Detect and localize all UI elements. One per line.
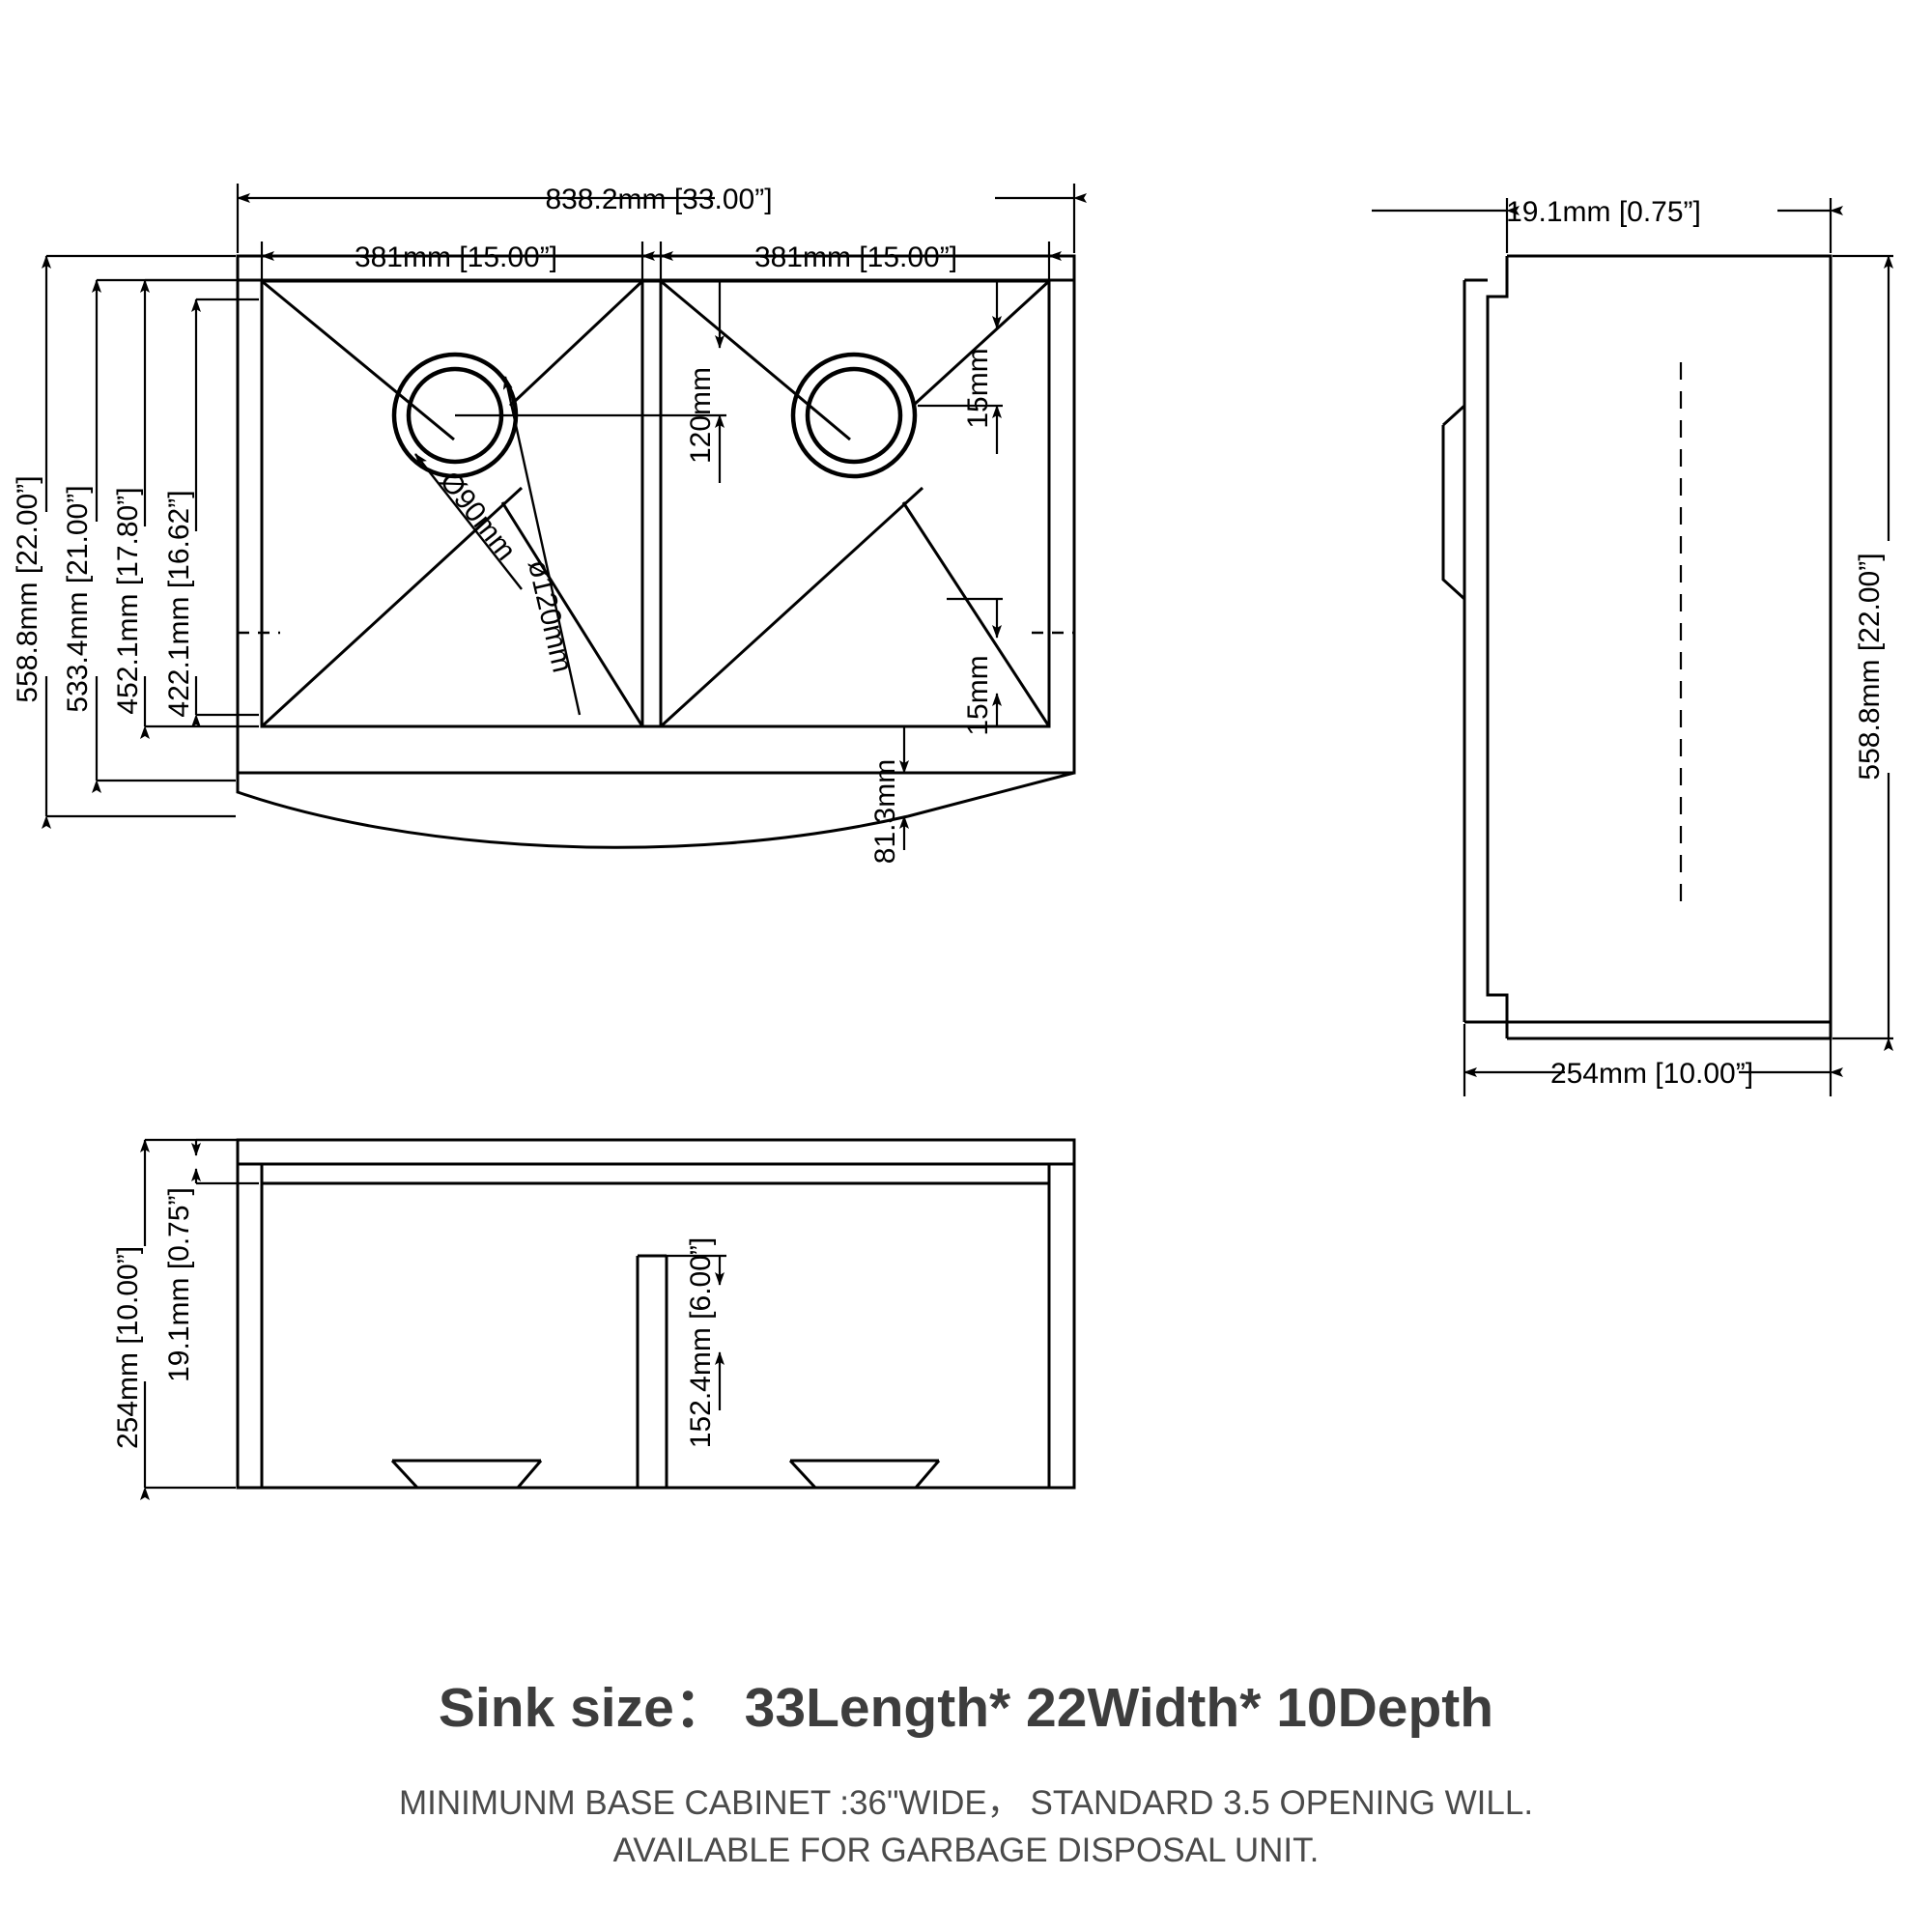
dim-label-side-height: 558.8mm [22.00”]: [1854, 553, 1886, 780]
dim-label-front-rim-thickness: 19.1mm [0.75”]: [163, 1187, 195, 1382]
dim-bowl-left: [260, 242, 655, 280]
dim-label-body-depth: 533.4mm [21.00”]: [62, 485, 94, 712]
dim-label-top-overall-width: 838.2mm [33.00”]: [545, 184, 772, 215]
dim-label-side-width: 254mm [10.00”]: [1550, 1058, 1753, 1090]
apron-front-curve: [236, 771, 1075, 849]
dim-label-side-rim-thickness: 19.1mm [0.75”]: [1506, 196, 1701, 228]
dim-top-overall: [236, 184, 1087, 253]
dim-label-overall-depth: 558.8mm [22.00”]: [12, 475, 43, 702]
dim-label-corner-radius-top: 15mm: [962, 348, 994, 428]
top-view-body: [236, 254, 1076, 775]
dim-label-drain-offset-vertical: 120mm: [685, 367, 717, 464]
dim-side-width: [1463, 1024, 1843, 1096]
right-drain-hole: [790, 352, 918, 479]
left-bowl-slope-lines: [260, 279, 644, 728]
dim-front-rim-thickness: [191, 1138, 259, 1185]
dim-label-drain-outer-dia: ø120mm: [522, 556, 579, 675]
dim-label-bowl-depth: 422.1mm [16.62”]: [163, 490, 195, 717]
front-view-body: [236, 1138, 1076, 1490]
dim-corner-radius-bottom: [947, 597, 1049, 728]
dim-corner-radius-top: [918, 279, 1049, 454]
side-view-body: [1441, 254, 1833, 1040]
dim-label-corner-radius-bottom: 15mm: [962, 655, 994, 735]
dim-front-divider-height: [667, 1254, 726, 1410]
dim-label-drain-inner-dia: Ø90mm: [434, 466, 523, 566]
dim-label-apron-drop: 81.3mm: [869, 759, 901, 864]
caption-note-line-2: AVAILABLE FOR GARBAGE DISPOSAL UNIT.: [612, 1832, 1320, 1869]
dim-drain-offset: [455, 279, 726, 483]
dim-apron-drop: [850, 724, 910, 850]
dim-vertical-group: [42, 254, 259, 829]
dim-label-front-divider-height: 152.4mm [6.00”]: [685, 1237, 717, 1448]
dim-label-front-height: 254mm [10.00”]: [112, 1246, 144, 1449]
drain-diameter-leaders: [414, 376, 582, 716]
right-bowl-slope-lines: [659, 279, 1051, 728]
dim-label-inner-depth: 452.1mm [17.80”]: [112, 487, 144, 714]
dim-bowl-right: [659, 242, 1062, 280]
caption-title: Sink size： 33Length* 22Width* 10Depth: [438, 1677, 1494, 1739]
dim-label-bowl-right-width: 381mm [15.00”]: [754, 242, 957, 273]
dim-side-height: [1833, 254, 1893, 1051]
dim-label-bowl-left-width: 381mm [15.00”]: [355, 242, 557, 273]
caption-note-line-1: MINIMUNM BASE CABINET :36"WIDE， STANDARD…: [398, 1784, 1534, 1822]
dim-side-rim-thickness: [1372, 198, 1843, 253]
